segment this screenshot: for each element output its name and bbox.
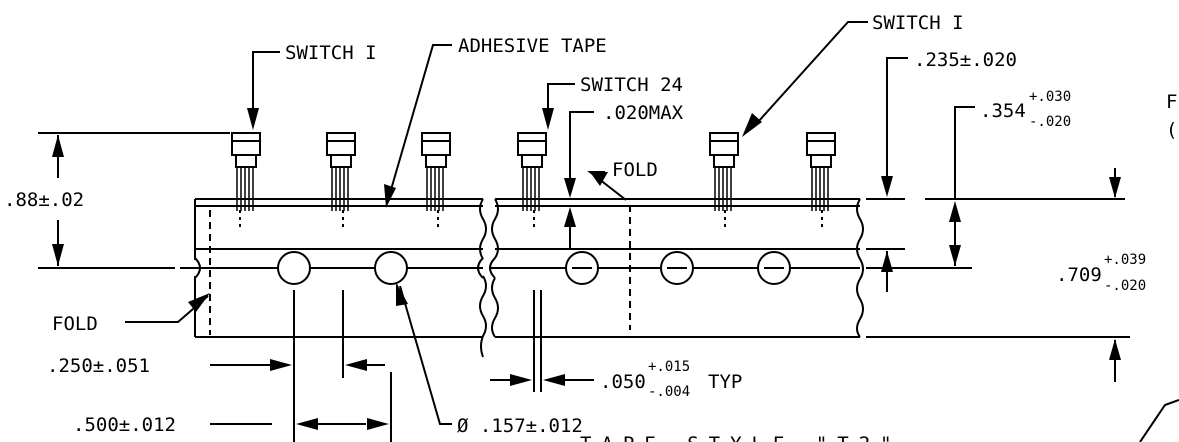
dim-250-label: .250±.051	[47, 355, 150, 377]
center-lines	[239, 210, 823, 230]
tape-style-leader	[1139, 399, 1179, 442]
dim-500-graphic	[210, 372, 392, 442]
dim-088-graphic	[38, 132, 230, 269]
switch-24-label: SWITCH 24	[580, 74, 683, 96]
hole-1	[277, 251, 311, 285]
switch-1-left-leader	[252, 51, 280, 110]
sprocket-holes	[277, 251, 791, 285]
switch-1-right-label: SWITCH I	[872, 12, 964, 34]
dim-354-plus: +.030	[1029, 89, 1071, 105]
dim-354-base: .354	[980, 100, 1026, 122]
dim-088-label: .88±.02	[4, 189, 84, 211]
dim-500-label: .500±.012	[73, 414, 176, 436]
hole-2	[374, 251, 408, 285]
dim-050-typ: TYP	[708, 371, 742, 393]
cut-letter-top: F	[1166, 91, 1177, 113]
dim-235-leader	[886, 57, 908, 178]
dim-hole-label: Ø .157±.012	[457, 415, 583, 437]
adhesive-tape-leader	[387, 44, 452, 201]
cut-letter-mid: (	[1166, 119, 1177, 141]
tape-left-segment	[180, 198, 487, 358]
dim-050-base: .050	[600, 371, 646, 393]
dim-050-minus: -.004	[648, 384, 690, 400]
max-020-label: .020MAX	[603, 102, 684, 124]
switch-24-leader	[547, 83, 575, 110]
dim-709-base: .709	[1056, 264, 1102, 286]
dim-709-minus: -.020	[1104, 278, 1146, 294]
adhesive-tape-label: ADHESIVE TAPE	[458, 35, 607, 57]
dim-050-plus: +.015	[648, 359, 690, 375]
switch-component-1	[231, 132, 261, 211]
switch-1-left-label: SWITCH I	[285, 42, 377, 64]
reference-lines	[866, 198, 1130, 338]
dim-235-label: .235±.020	[914, 49, 1017, 71]
max-020-leader	[569, 111, 594, 180]
switch-1-right-leader	[757, 21, 868, 123]
tape-style-label: TAPE STYLE "T2"	[580, 433, 902, 442]
fold-top-label: FOLD	[612, 159, 658, 181]
dim-hole-leader	[399, 285, 452, 425]
fold-left-label: FOLD	[52, 313, 98, 335]
dim-354-minus: -.020	[1029, 114, 1071, 130]
dim-354-leader	[954, 106, 975, 198]
dim-050-graphic	[490, 290, 594, 392]
dim-709-plus: +.039	[1104, 252, 1146, 268]
dim-250-graphic	[210, 290, 385, 442]
